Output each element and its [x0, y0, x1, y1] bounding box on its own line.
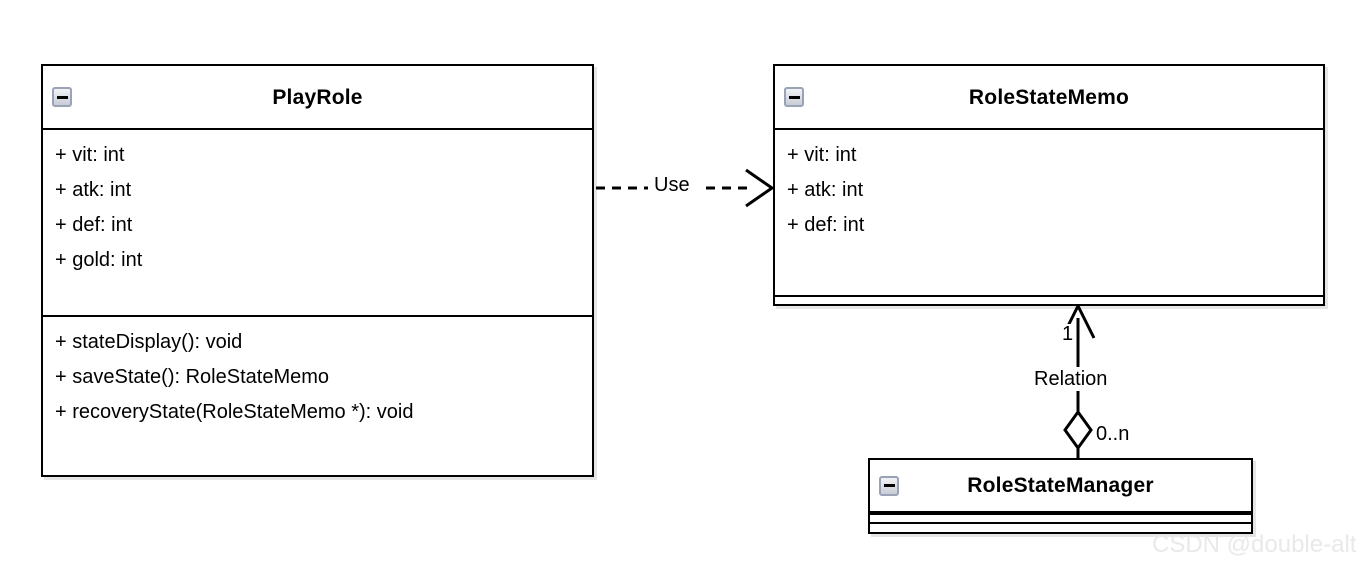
attributes-compartment-playrole: + vit: int + atk: int + def: int + gold:…: [43, 130, 592, 315]
class-title-playrole: PlayRole: [272, 85, 363, 109]
class-header-rolestatememo: RoleStateMemo: [775, 66, 1323, 130]
minus-icon[interactable]: [784, 87, 804, 107]
dependency-use: [596, 168, 775, 208]
minus-icon[interactable]: [52, 87, 72, 107]
class-title-rolestatememo: RoleStateMemo: [968, 85, 1130, 109]
attribute-item: + def: int: [787, 214, 865, 236]
attribute-item: + atk: int: [787, 179, 864, 201]
operations-compartment-rolestatememo: [775, 295, 1323, 304]
operation-item: + saveState(): RoleStateMemo: [55, 366, 330, 388]
operations-compartment-rolestatemanager: [870, 522, 1251, 531]
class-box-rolestatemanager[interactable]: RoleStateManager: [868, 458, 1253, 534]
attributes-compartment-rolestatemanager: [870, 513, 1251, 522]
attribute-item: + atk: int: [55, 179, 132, 201]
operation-item: + stateDisplay(): void: [55, 331, 243, 353]
aggregation-source-multiplicity-label: 0..n: [1094, 423, 1132, 445]
attributes-compartment-rolestatememo: + vit: int + atk: int + def: int: [775, 130, 1323, 295]
attribute-item: + vit: int: [55, 144, 125, 166]
class-title-rolestatemanager: RoleStateManager: [967, 474, 1154, 497]
attribute-item: + gold: int: [55, 249, 143, 271]
class-header-rolestatemanager: RoleStateManager: [870, 460, 1251, 513]
aggregation-relation-diamond: [1063, 409, 1093, 451]
class-header-playrole: PlayRole: [43, 66, 592, 130]
minus-icon[interactable]: [879, 475, 899, 496]
aggregation-target-multiplicity-label: 1: [1060, 323, 1076, 345]
aggregation-relation: [1060, 302, 1096, 458]
aggregation-relation-label: Relation: [1030, 367, 1112, 391]
class-box-rolestatememo[interactable]: RoleStateMemo + vit: int + atk: int + de…: [773, 64, 1325, 306]
attribute-item: + vit: int: [787, 144, 857, 166]
dependency-use-arrowhead: [745, 168, 775, 208]
attribute-item: + def: int: [55, 214, 133, 236]
class-box-playrole[interactable]: PlayRole + vit: int + atk: int + def: in…: [41, 64, 594, 477]
dependency-use-label: Use: [652, 174, 692, 196]
operation-item: + recoveryState(RoleStateMemo *): void: [55, 401, 414, 423]
operations-compartment-playrole: + stateDisplay(): void + saveState(): Ro…: [43, 315, 592, 475]
watermark: CSDN @double-alt: [1152, 531, 1357, 558]
